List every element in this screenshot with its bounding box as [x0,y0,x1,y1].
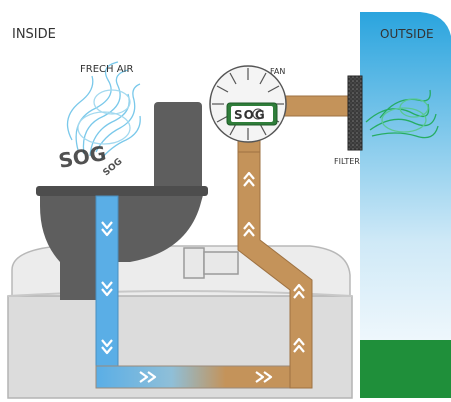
chevron-arrow-icon [243,171,255,187]
chevron-arrow-icon [255,371,273,383]
filter-label: FILTER [334,157,360,166]
fresh-air-label: FRECH AIR [80,64,133,75]
chevron-arrow-icon [293,337,305,353]
outside-panel [360,12,451,398]
bowl-logo-large: SOG [57,141,108,173]
outside-grass [360,340,451,398]
chevron-arrow-icon [101,221,113,237]
fan-label: FAN [270,67,285,76]
outside-air-swirl [365,89,439,139]
toilet [36,102,208,300]
filter-icon [347,75,363,151]
toilet-tank [154,102,202,198]
fan-logo-text: SOG [234,108,266,122]
chevron-arrow-icon [101,339,113,355]
chevron-arrow-icon [293,283,305,299]
outside-label: OUTSIDE [380,27,434,41]
fan-icon [209,65,287,143]
chevron-arrow-icon [101,281,113,297]
fresh-air-swirl [66,61,141,161]
blue-pipe-vertical [95,195,119,387]
bottom-pipe [95,365,313,389]
chevron-arrow-icon [139,371,157,383]
toilet-seat [36,186,208,196]
tank-connector [183,247,239,279]
flow-arrows [101,171,305,383]
chevron-arrow-icon [243,221,255,237]
fan-hub-icon [252,108,264,120]
toilet-bowl [40,188,205,300]
outside-sky [360,12,451,340]
inside-label: INSIDE [12,27,56,42]
